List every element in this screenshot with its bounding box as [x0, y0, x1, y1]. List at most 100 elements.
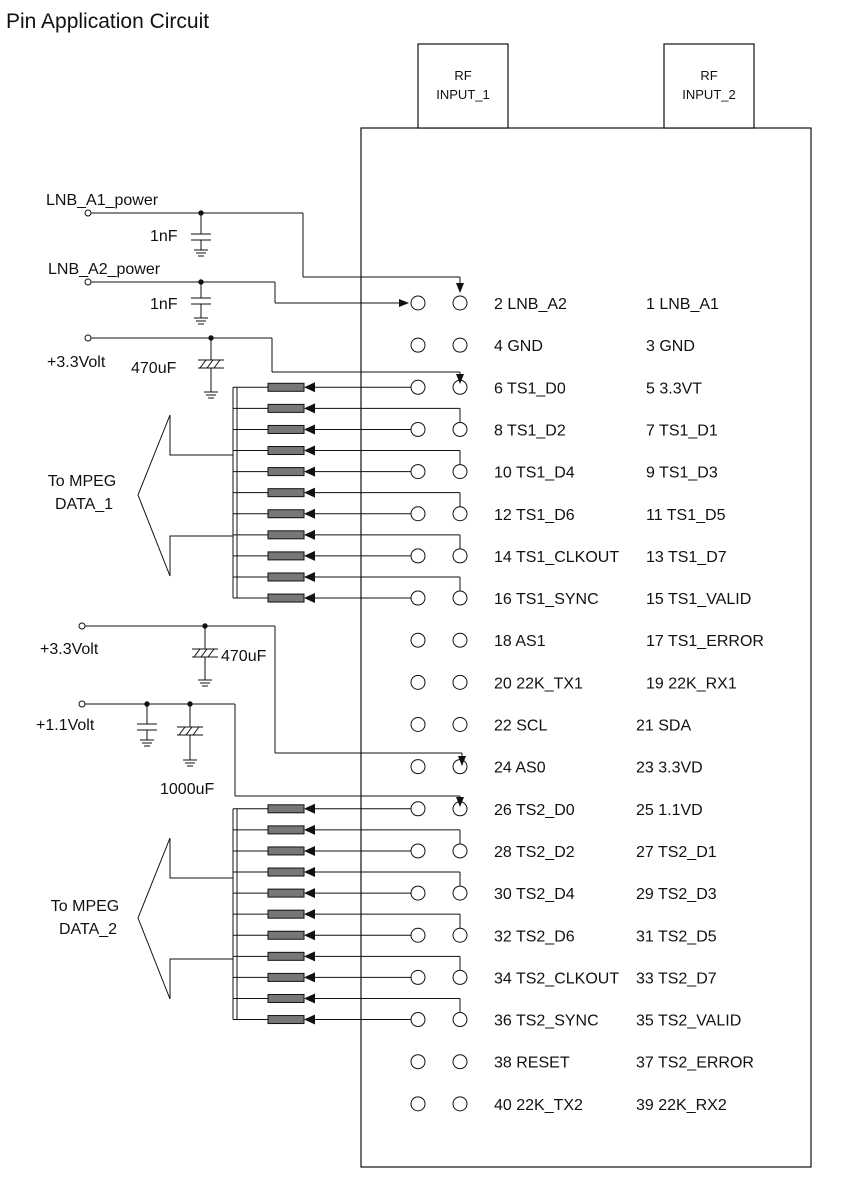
pin-label-odd: 5 3.3VT [646, 380, 702, 397]
rf-input-1-label-line1: RF [454, 68, 471, 83]
pin-label-even: 2 LNB_A2 [494, 296, 567, 313]
pin-hole-odd [452, 843, 468, 859]
pin-label-odd: 27 TS2_D1 [636, 844, 717, 861]
pin-label-even: 14 TS1_CLKOUT [494, 549, 619, 566]
series-resistor [267, 888, 305, 898]
pin-hole-even [410, 464, 426, 480]
series-resistor [267, 382, 305, 392]
pin-label-odd: 15 TS1_VALID [646, 591, 751, 608]
pin-label-odd: 31 TS2_D5 [636, 928, 717, 945]
pin-label-odd: 1 LNB_A1 [646, 296, 719, 313]
lnb-a1-power-label: LNB_A1_power [46, 192, 159, 209]
rf-input-2-box [663, 43, 755, 129]
ts2-resistor-bank [232, 803, 461, 1025]
mpeg-data-2-line1: To MPEG [51, 898, 119, 915]
pin-label-even: 40 22K_TX2 [494, 1097, 583, 1114]
pin-label-even: 10 TS1_D4 [494, 465, 575, 482]
pin-hole-even [410, 843, 426, 859]
series-resistor [267, 1015, 305, 1025]
pin-hole-odd [452, 295, 468, 311]
lnb-a2-power-label: LNB_A2_power [48, 261, 161, 278]
cap-1000uf-label: 1000uF [160, 781, 214, 798]
pin-hole-odd [452, 927, 468, 943]
v33-mid-circuit [78, 622, 466, 766]
pin-label-even: 34 TS2_CLKOUT [494, 970, 619, 987]
series-resistor [267, 867, 305, 877]
series-resistor [267, 424, 305, 434]
pin-label-even: 32 TS2_D6 [494, 928, 575, 945]
pin-hole-even [410, 590, 426, 606]
pin-hole-even [410, 295, 426, 311]
cap-470uf-a-label: 470uF [131, 360, 177, 377]
pin-label-odd: 35 TS2_VALID [636, 1013, 741, 1030]
rf-input-2-label-line1: RF [700, 68, 717, 83]
mpeg-data-2-line2: DATA_2 [59, 921, 117, 938]
mpeg-data-2-arrow [137, 837, 233, 1000]
series-resistor [267, 403, 305, 413]
series-resistor [267, 825, 305, 835]
mpeg-data-1-arrow [137, 414, 233, 577]
pin-label-even: 28 TS2_D2 [494, 844, 575, 861]
v11-circuit [78, 700, 464, 807]
pin-label-odd: 17 TS1_ERROR [646, 633, 764, 650]
series-resistor [267, 467, 305, 477]
pin-hole-odd [452, 1012, 468, 1028]
series-resistor [267, 846, 305, 856]
pin-hole-even [410, 717, 426, 732]
v33-mid-label: +3.3Volt [40, 641, 99, 658]
series-resistor [267, 551, 305, 561]
pin-label-odd: 19 22K_RX1 [646, 675, 737, 692]
pin-hole-odd [452, 717, 468, 732]
pin-label-even: 12 TS1_D6 [494, 507, 575, 524]
pin-label-odd: 37 TS2_ERROR [636, 1055, 754, 1072]
pin-hole-even [410, 1054, 426, 1070]
series-resistor [267, 446, 305, 456]
diagram-title: Pin Application Circuit [6, 10, 209, 33]
rf-input-1-label-line2: INPUT_1 [436, 87, 489, 102]
series-resistor [267, 572, 305, 582]
pin-label-even: 30 TS2_D4 [494, 886, 575, 903]
series-resistor [267, 951, 305, 961]
pin-hole-even [410, 969, 426, 985]
pin-hole-even [410, 1012, 426, 1028]
pin-hole-even [410, 506, 426, 522]
pin-hole-even [410, 885, 426, 901]
lnb-a2-power-circuit [84, 278, 409, 325]
pin-hole-odd [452, 337, 468, 353]
pin-label-even: 8 TS1_D2 [494, 422, 566, 439]
pin-hole-odd [452, 421, 468, 437]
pin-hole-odd [452, 632, 468, 648]
cap-1nf-b-label: 1nF [150, 296, 178, 313]
v11-label: +1.1Volt [36, 717, 95, 734]
rf-input-1-box [417, 43, 509, 129]
pin-label-odd: 39 22K_RX2 [636, 1097, 727, 1114]
pin-label-even: 20 22K_TX1 [494, 675, 583, 692]
pin-hole-odd [452, 759, 468, 775]
mpeg-data-1-line1: To MPEG [48, 473, 116, 490]
pin-hole-even [410, 632, 426, 648]
v33-top-label: +3.3Volt [47, 354, 106, 371]
pin-label-even: 24 AS0 [494, 760, 546, 777]
pin-label-even: 36 TS2_SYNC [494, 1013, 599, 1030]
series-resistor [267, 972, 305, 982]
pin-hole-odd [452, 590, 468, 606]
pin-hole-even [410, 548, 426, 564]
rf-input-2-label-line2: INPUT_2 [682, 87, 735, 102]
pin-hole-odd [452, 548, 468, 564]
cap-470uf-b-label: 470uF [221, 648, 267, 665]
pin-label-odd: 23 3.3VD [636, 760, 703, 777]
pin-label-odd: 3 GND [646, 338, 695, 355]
pin-label-odd: 9 TS1_D3 [646, 465, 718, 482]
pin-hole-odd [452, 1096, 468, 1112]
pin-label-even: 4 GND [494, 338, 543, 355]
pin-hole-odd [452, 885, 468, 901]
pin-label-even: 38 RESET [494, 1055, 570, 1072]
pin-label-odd: 33 TS2_D7 [636, 970, 717, 987]
series-resistor [267, 993, 305, 1003]
series-resistor [267, 804, 305, 814]
pin-label-even: 18 AS1 [494, 633, 546, 650]
pin-hole-even [410, 927, 426, 943]
module-outline [360, 127, 812, 1168]
